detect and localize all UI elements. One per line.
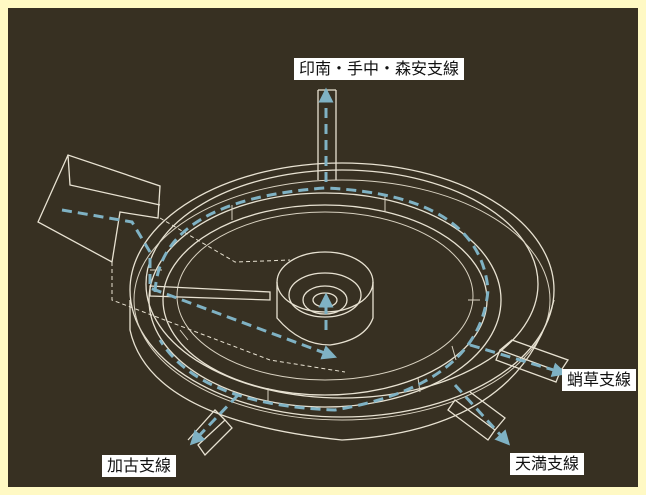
inlet-channel [37,154,161,264]
outlet-bottom-right [447,391,506,441]
outer-wall [129,299,555,441]
outlet-top [317,89,337,180]
inlet-bridge [149,285,271,301]
flow-to-bottom-left [189,393,240,446]
middle-ring-inner [162,204,488,396]
flow-ring [153,186,490,412]
flow-inlet [61,208,338,360]
center-weir-mid [288,272,362,318]
outer-ring-inner-edge [145,169,539,399]
outer-ring [129,162,555,418]
outer-ring-rim [133,179,551,421]
center-weir-wall [276,282,374,346]
label-bottom-right-branch: 天満支線 [510,453,585,475]
label-right-branch: 蛸草支線 [562,369,637,391]
inlet-channel-side [67,154,161,206]
distribution-tank-drawing [37,87,570,457]
flow-to-bottom-right [453,383,511,446]
label-top-branch: 印南・手中・森安支線 [294,58,465,80]
diagram-panel [8,8,638,487]
inner-channel-ring [176,211,474,381]
flow-to-right [469,343,568,378]
label-bottom-left-branch: 加古支線 [102,455,177,477]
middle-ring-outer [148,192,502,408]
